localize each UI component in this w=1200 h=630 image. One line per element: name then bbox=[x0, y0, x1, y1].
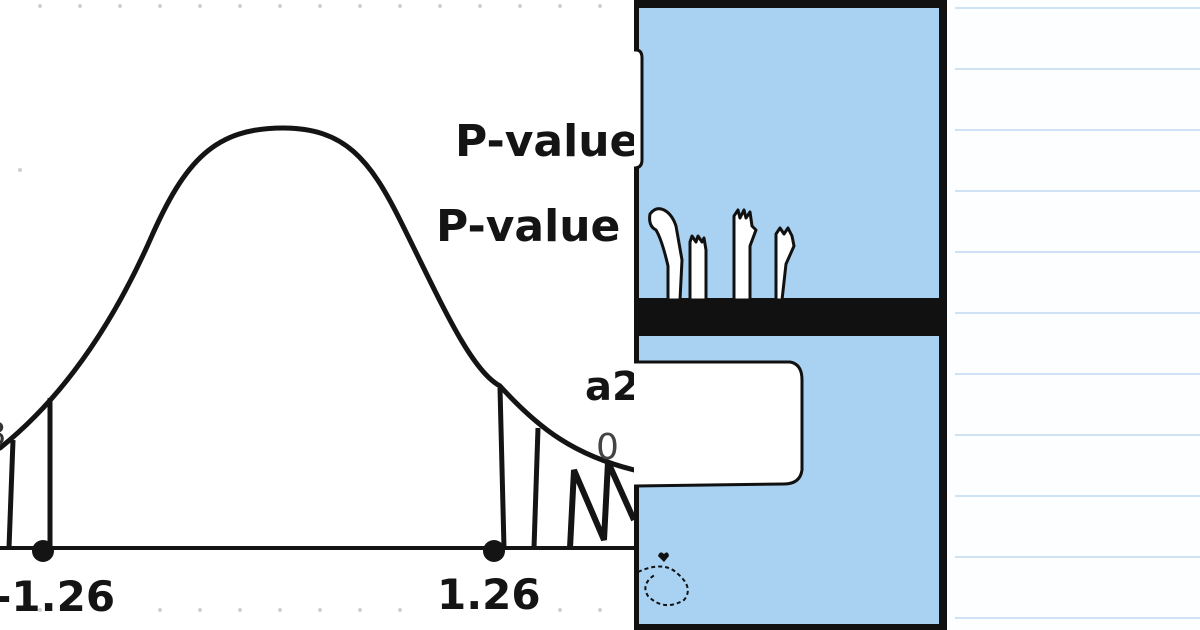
small-heart-icon bbox=[658, 552, 669, 562]
dot-grid bbox=[18, 4, 602, 612]
left-tick-label: -1.26 bbox=[0, 572, 116, 621]
comic-drawing bbox=[634, 4, 947, 628]
left-tail-stroke bbox=[6, 439, 16, 549]
bell-curve-panel: 3 -1.26 1.26 P-value P-value a2 0 bbox=[0, 4, 634, 621]
bell-curve bbox=[0, 125, 634, 473]
pvalue-label-bottom: P-value bbox=[436, 201, 621, 252]
right-critical-point bbox=[483, 540, 505, 562]
lined-paper-panel bbox=[947, 0, 1200, 630]
alpha-half-label: a2 bbox=[585, 364, 634, 410]
pvalue-label-top: P-value bbox=[455, 116, 634, 167]
comic-gutter bbox=[634, 300, 947, 334]
right-tail-scribble bbox=[567, 460, 634, 549]
right-tail-stroke bbox=[497, 387, 507, 549]
comic-panels bbox=[634, 0, 947, 630]
motion-swirl bbox=[637, 565, 689, 607]
left-critical-point bbox=[32, 540, 54, 562]
edge-digit-label: 3 bbox=[0, 418, 6, 450]
right-tail-stroke bbox=[531, 427, 541, 549]
zero-label: 0 bbox=[596, 427, 619, 468]
lined-paper-drawing bbox=[955, 7, 1200, 619]
speech-bubble-bottom bbox=[634, 360, 804, 488]
paper-rules bbox=[955, 7, 1200, 619]
right-tick-label: 1.26 bbox=[437, 570, 541, 619]
speech-bubble-top bbox=[634, 48, 644, 170]
bell-curve-drawing bbox=[0, 4, 634, 612]
